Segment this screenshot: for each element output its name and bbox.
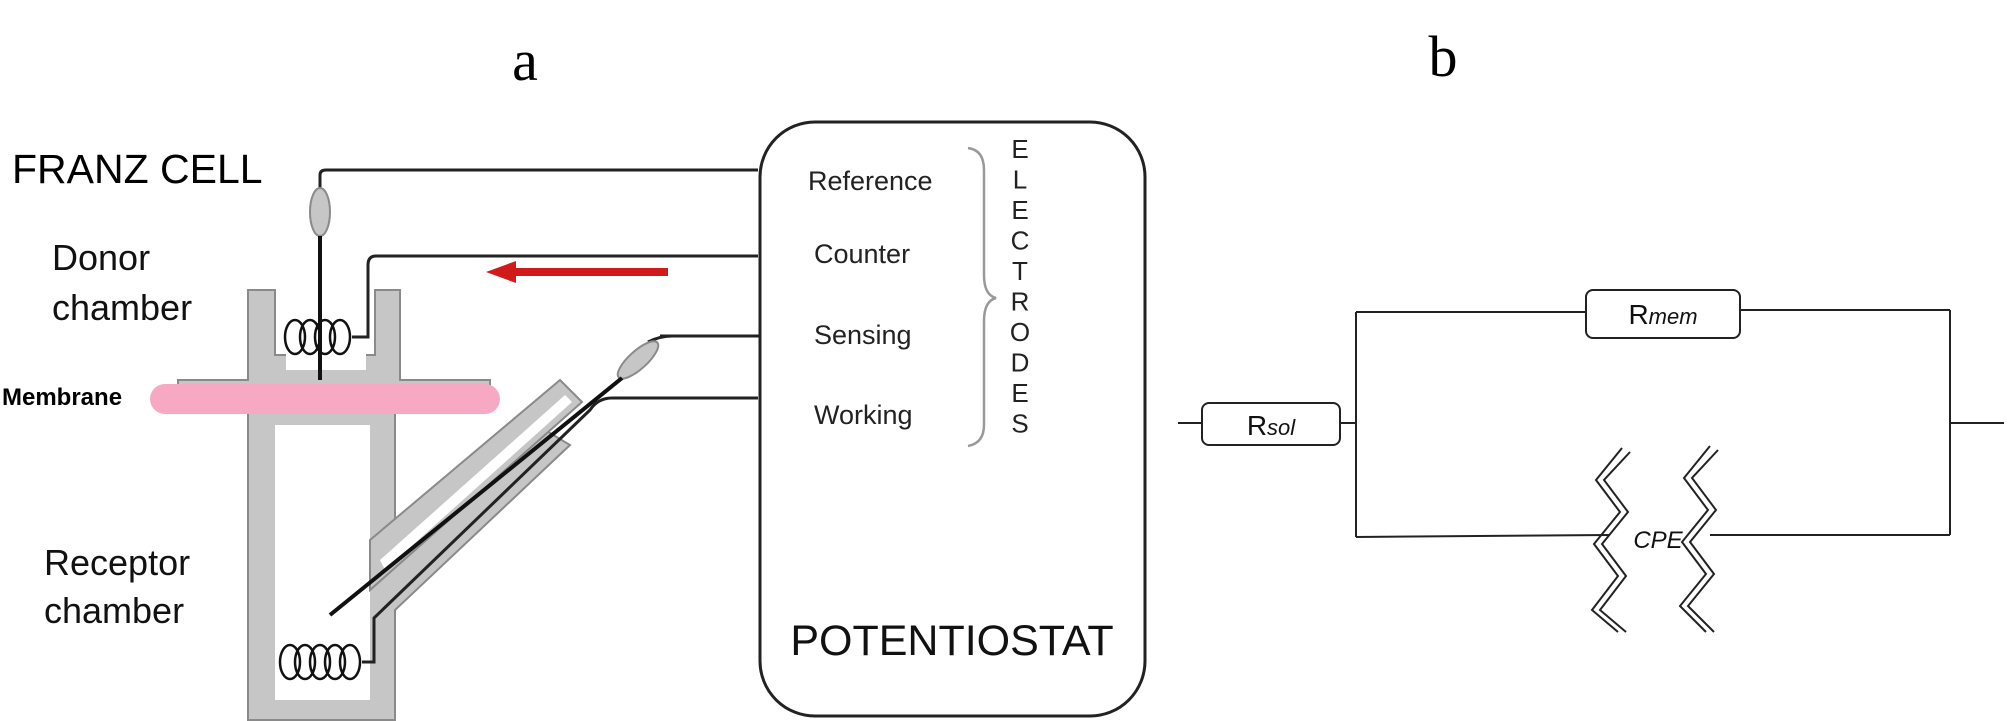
resistor-r-sol <box>1201 402 1341 446</box>
flow-arrow-icon <box>486 261 668 283</box>
sensing-electrode-tip <box>616 340 660 380</box>
electrode-reference-label: Reference <box>808 166 933 196</box>
panel-a-label: a <box>512 28 538 93</box>
donor-label-line1: Donor <box>52 237 150 278</box>
donor-cavity <box>286 300 366 370</box>
receptor-cavity <box>275 425 370 700</box>
cpe-label: CPE <box>1633 527 1683 554</box>
electrodes-letter: E <box>1011 195 1028 225</box>
electrode-counter-label: Counter <box>814 239 910 269</box>
electrode-sensing-label: Sensing <box>814 320 912 350</box>
electrodes-letter: O <box>1010 317 1030 347</box>
r-mem-label: Rmem <box>1628 299 1697 330</box>
receptor-label-line1: Receptor <box>44 542 190 583</box>
panel-b-label: b <box>1429 24 1458 89</box>
electrodes-letter: C <box>1011 226 1030 256</box>
reference-electrode-tip <box>309 187 331 237</box>
donor-label-line2: chamber <box>52 287 192 328</box>
r-sol-label: Rsol <box>1247 410 1296 441</box>
equivalent-circuit <box>1178 289 2004 633</box>
electrodes-letter: T <box>1012 256 1028 286</box>
side-arm-channel <box>380 395 572 570</box>
membrane-bar <box>150 384 500 414</box>
receptor-label-line2: chamber <box>44 590 184 631</box>
electrodes-letter: D <box>1011 348 1030 378</box>
electrodes-letter: L <box>1013 165 1027 195</box>
electrodes-letter: S <box>1011 409 1028 439</box>
cpe-element <box>1590 445 1719 633</box>
potentiostat-box: Reference Counter Sensing Working ELECTR… <box>758 120 1147 718</box>
reference-wire <box>318 168 758 200</box>
resistor-r-mem <box>1585 289 1741 339</box>
electrodes-letter: E <box>1011 378 1028 408</box>
counter-wire <box>352 254 758 339</box>
franz-cell-title: FRANZ CELL <box>12 146 263 192</box>
receptor-coil <box>278 643 362 681</box>
electrode-working-label: Working <box>814 400 913 430</box>
sensing-electrode-rod <box>328 376 624 617</box>
electrodes-brace <box>967 146 997 448</box>
circuit-bottom-left <box>1355 534 1611 538</box>
electrodes-letter: R <box>1011 287 1030 317</box>
working-wire <box>362 396 758 664</box>
potentiostat-label: POTENTIOSTAT <box>790 617 1113 665</box>
electrodes-letter: E <box>1011 134 1028 164</box>
franz-cell-diagram: FRANZ CELL Donor chamber Membrane Recept… <box>2 146 760 721</box>
membrane-label: Membrane <box>2 384 122 411</box>
